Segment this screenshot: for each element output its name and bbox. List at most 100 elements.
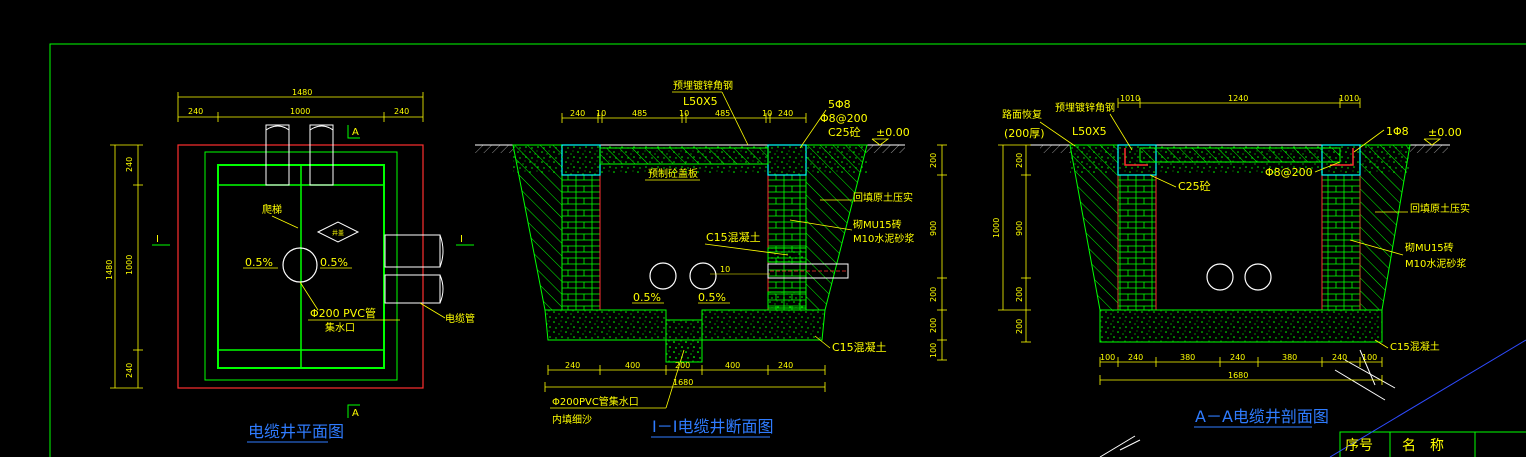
plan-dim-w-2: 1000 (290, 107, 310, 116)
section-i-dim-bottom-5: 240 (778, 361, 793, 370)
plan-conduit-label: 电缆管 (445, 312, 475, 325)
section-a-dim-bottom-6: 240 (1332, 353, 1347, 362)
diagonal-blue-line (1329, 339, 1526, 457)
plan-dim-w-3: 240 (394, 107, 409, 116)
section-i-slab-label: 预制砼盖板 (648, 167, 698, 180)
plan-title: 电缆井平面图 (248, 422, 344, 441)
section-a-dim-bottom-1: 100 (1100, 353, 1115, 362)
plan-dim-w-1: 240 (188, 107, 203, 116)
section-i-elevation: ±0.00 (876, 126, 910, 139)
section-a-cover-slab (1139, 147, 1341, 163)
section-i-mortar-label: M10水泥砂浆 (853, 232, 914, 245)
section-a-elevation: ±0.00 (1428, 126, 1462, 139)
section-i-conduit-2 (689, 262, 717, 290)
plan-cover-label: 井盖 (332, 229, 344, 237)
section-i-dim-bottom-3: 200 (675, 361, 690, 370)
section-i-dim-top-7: 240 (778, 109, 793, 118)
section-i-title: I－I电缆井断面图 (652, 417, 773, 436)
section-i-sand-label: 内填细沙 (552, 413, 592, 426)
section-i-slope-right: 0.5% (698, 291, 726, 304)
plan-dimensions (110, 92, 424, 389)
section-a-rebar-label: 1Φ8 (1386, 125, 1409, 138)
section-a-dim-bottom-3: 380 (1180, 353, 1195, 362)
section-a-angle-label-b: L50X5 (1072, 125, 1107, 138)
section-i-dim-top-5: 485 (715, 109, 730, 118)
section-a-dim-bottom-7: 100 (1362, 353, 1377, 362)
section-i-angle-label-a: 预埋镀锌角钢 (673, 79, 733, 92)
section-a-base-slab (1099, 309, 1383, 343)
section-a-title: A－A电缆井剖面图 (1195, 407, 1329, 426)
plan-conduit (384, 234, 444, 304)
section-i-dim-top-6: 10 (762, 109, 772, 118)
section-i-dim-right-4: 200 (929, 318, 938, 333)
plan-dim-h-1: 240 (125, 157, 134, 172)
section-a-conduit-1 (1206, 263, 1234, 291)
section-i-cover-slab (599, 147, 769, 165)
section-i-pvc-sump-label: Φ200PVC管集水口 (552, 395, 639, 408)
section-a-stirrup-label: Φ8@200 (1265, 166, 1313, 179)
section-i-dim-total: 1680 (673, 378, 693, 387)
section-i-c15-upper-label: C15混凝土 (706, 230, 761, 244)
section-i-c25-label: C25砼 (828, 126, 861, 139)
plan-dim-total-h: 1480 (105, 260, 114, 280)
section-i-angle-label-b: L50X5 (683, 95, 718, 108)
drawing-frame (49, 43, 1526, 457)
section-a-dim-left-2: 900 (1015, 221, 1024, 236)
section-a-dim-bottom-4: 240 (1230, 353, 1245, 362)
section-a-dimensions (998, 98, 1383, 385)
section-a-dim-bottom-2: 240 (1128, 353, 1143, 362)
section-i-dim-top-3: 485 (632, 109, 647, 118)
section-i-view: 预埋镀锌角钢 L50X5 5Φ8 Φ8@200 C25砼 ±0.00 预制砼盖板… (475, 79, 947, 438)
section-a-dim-left-total: 1000 (992, 218, 1001, 238)
section-i-dim-bottom-1: 240 (565, 361, 580, 370)
section-i-dim-right-3: 200 (929, 287, 938, 302)
section-i-dim-bottom-2: 400 (625, 361, 640, 370)
section-i-stirrup-label: Φ8@200 (820, 112, 868, 125)
section-i-side-conduit (767, 263, 849, 279)
section-i-brick-label: 砌MU15砖 (853, 218, 902, 231)
plan-section-marks (152, 125, 474, 418)
section-a-c25-label: C25砼 (1178, 180, 1211, 193)
plan-slope-right: 0.5% (320, 256, 348, 269)
plan-view: 井盖 爬梯 0.5% 0.5% Φ200 PVC管 集水口 电缆管 1480 2… (105, 88, 475, 443)
section-a-dim-top-5: 10 (1349, 94, 1359, 103)
corner-scribble (1099, 349, 1396, 457)
section-a-dim-total: 1680 (1228, 371, 1248, 380)
plan-dim-total-w: 1480 (292, 88, 312, 97)
section-i-dim-right-5: 100 (929, 343, 938, 358)
section-i-conduit-1 (649, 262, 677, 290)
section-a-dim-left-1: 200 (1015, 153, 1024, 168)
section-a-angle-label-a: 预埋镀锌角钢 (1055, 101, 1115, 114)
section-a-mortar-label: M10水泥砂浆 (1405, 257, 1466, 270)
plan-pvc-label: Φ200 PVC管 (310, 306, 376, 320)
section-i-c15-base-label: C15混凝土 (832, 340, 887, 354)
title-block-col-name: 名 称 (1402, 438, 1444, 454)
plan-sump-circle (282, 247, 318, 283)
section-i-backfill-label: 回填原土压实 (853, 191, 913, 204)
plan-cover-diamond (316, 221, 360, 243)
plan-slope-left: 0.5% (245, 256, 273, 269)
plan-section-mark-i-left: I (156, 234, 159, 245)
section-a-dim-top-4: 10 (1339, 94, 1349, 103)
section-a-conduit-2 (1244, 263, 1272, 291)
section-a-dim-left-3: 200 (1015, 287, 1024, 302)
plan-section-mark-a-top: A (352, 127, 359, 138)
title-block-col-index: 序号 (1345, 438, 1373, 454)
section-a-dim-bottom-5: 380 (1282, 353, 1297, 362)
plan-dim-h-2: 1000 (125, 255, 134, 275)
section-i-dim-right-1: 200 (929, 153, 938, 168)
section-a-dim-top-3: 1240 (1228, 94, 1248, 103)
section-i-dimensions (544, 113, 947, 392)
section-a-dim-top-2: 10 (1130, 94, 1140, 103)
section-a-pavement-label-b: (200厚) (1004, 127, 1045, 140)
section-i-rebar-label: 5Φ8 (828, 98, 851, 111)
section-i-dim-bottom-4: 400 (725, 361, 740, 370)
plan-dim-h-3: 240 (125, 363, 134, 378)
plan-step-iron-label: 爬梯 (262, 203, 282, 216)
section-a-view: 路面恢复 (200厚) 预埋镀锌角钢 L50X5 1Φ8 ±0.00 C25砼 … (992, 94, 1470, 428)
section-i-dim-top-2: 10 (596, 109, 606, 118)
section-a-dim-top-1: 10 (1120, 94, 1130, 103)
plan-section-mark-a-bottom: A (352, 408, 359, 419)
section-i-slope-left: 0.5% (633, 291, 661, 304)
